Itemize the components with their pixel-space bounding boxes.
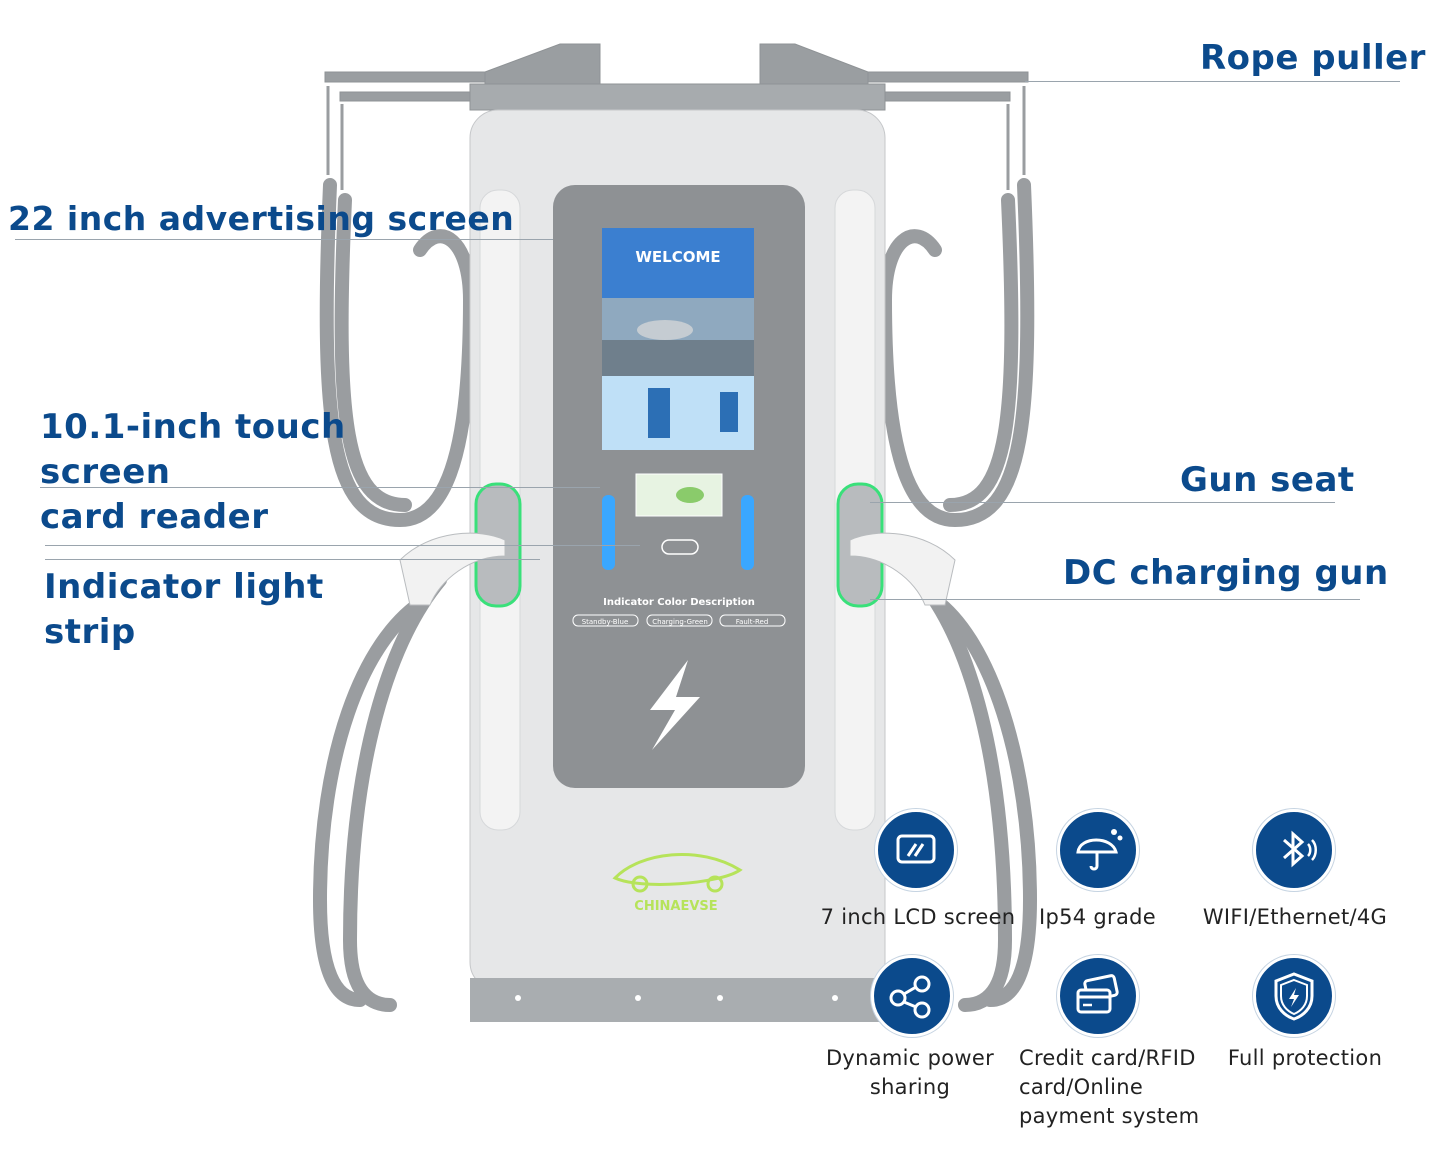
feature-label-ip54: Ip54 grade	[1038, 905, 1156, 929]
indicator-title: Indicator Color Description	[603, 597, 755, 608]
feature-label-lcd: 7 inch LCD screen	[820, 905, 1016, 929]
feature-label-power-sharing: Dynamic power sharing	[825, 1046, 995, 1099]
indicator-state-standby: Standby-Blue	[582, 618, 629, 626]
callout-touch-screen: 10.1-inch touch screen	[40, 407, 346, 492]
screen-welcome-text: WELCOME	[635, 248, 720, 266]
bluetooth-wireless-icon	[1253, 809, 1335, 891]
leader-touch-screen	[40, 487, 600, 488]
indicator-strip-right	[741, 495, 754, 570]
leader-indicator-strip	[45, 559, 540, 560]
share-network-icon	[871, 955, 953, 1037]
leader-advertising-screen	[15, 239, 553, 240]
feature-label-payment: Credit card/RFID card/Online payment sys…	[1019, 1046, 1200, 1128]
brand-logo: CHINAEVSE	[612, 852, 743, 914]
credit-cards-icon	[1057, 955, 1139, 1037]
leader-gun-seat	[870, 502, 1335, 503]
hanging-cables	[326, 86, 1026, 190]
leader-dc-charging-gun	[870, 599, 1360, 600]
right-charging-hoses	[877, 178, 1038, 1012]
shield-bolt-icon	[1253, 955, 1335, 1037]
brand-name: CHINAEVSE	[634, 899, 717, 914]
feature-label-wifi: WIFI/Ethernet/4G	[1202, 905, 1388, 929]
rope-puller-arms	[324, 43, 1029, 111]
callout-gun-seat: Gun seat	[1180, 460, 1355, 500]
advertising-screen	[602, 228, 754, 450]
umbrella-rain-icon	[1057, 809, 1139, 891]
dc-charging-guns	[399, 532, 956, 606]
indicator-strip-left	[602, 495, 615, 570]
callout-advertising-screen: 22 inch advertising screen	[8, 199, 515, 238]
leader-rope-puller	[1025, 81, 1400, 82]
indicator-state-fault: Fault-Red	[736, 618, 769, 626]
lightning-bolt-icon	[650, 660, 700, 750]
feature-label-protection: Full protection	[1227, 1046, 1383, 1070]
callout-card-reader: card reader	[40, 497, 269, 537]
callout-rope-puller: Rope puller	[1200, 38, 1426, 78]
rfid-tap-zone	[661, 539, 699, 555]
callout-dc-charging-gun: DC charging gun	[1063, 553, 1389, 593]
lcd-screen-icon	[875, 809, 957, 891]
leader-card-reader	[45, 545, 640, 546]
indicator-state-charging: Charging-Green	[652, 618, 708, 626]
callout-indicator-strip: Indicator light strip	[44, 567, 324, 652]
left-charging-hoses	[312, 178, 478, 1012]
